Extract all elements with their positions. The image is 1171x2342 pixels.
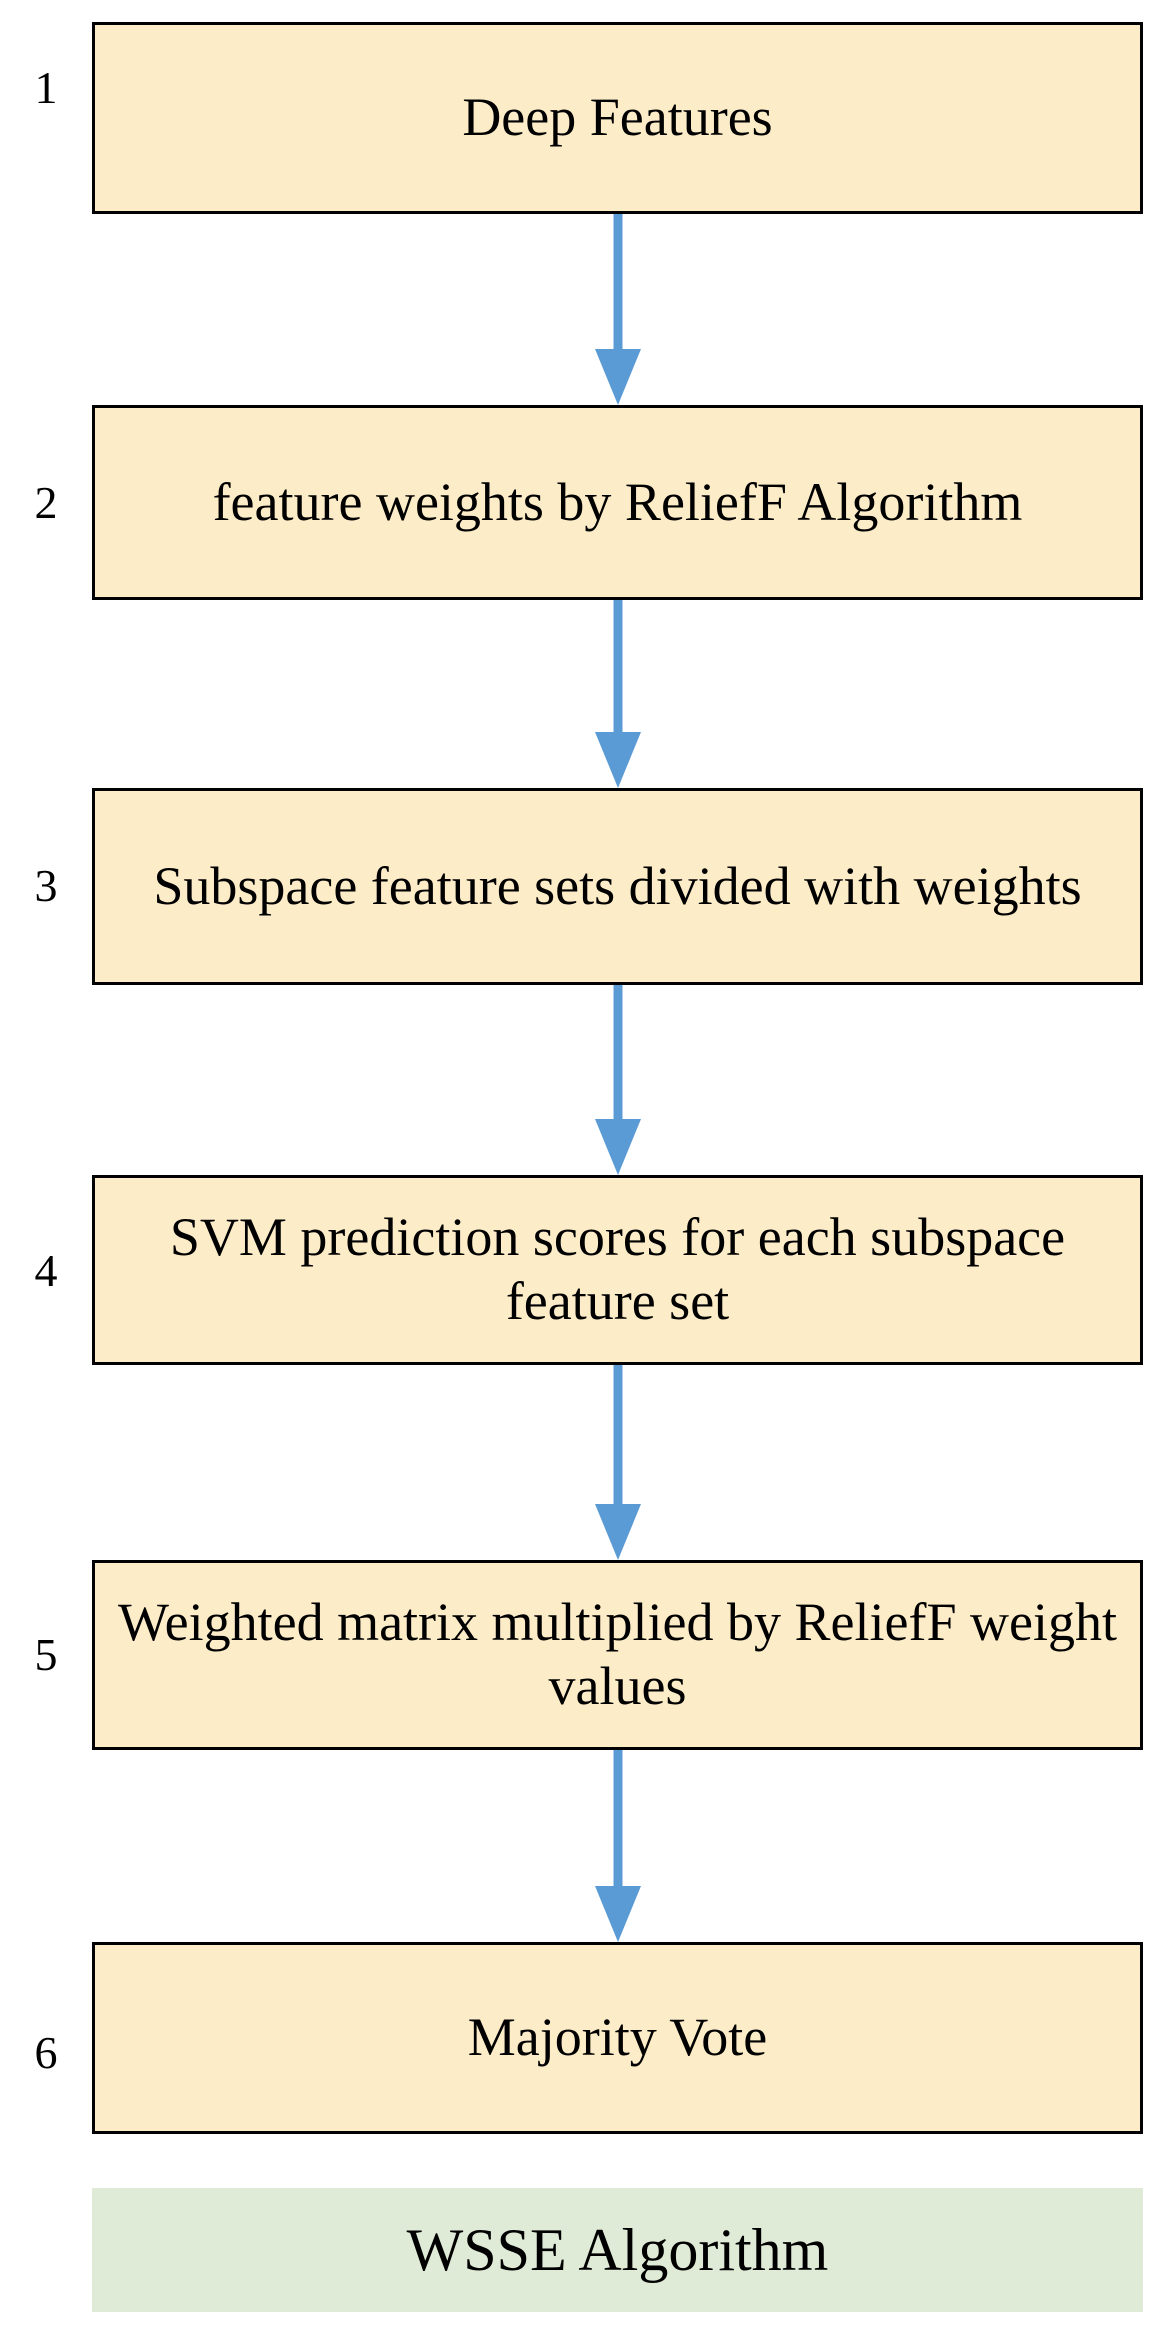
step-box-1-label: Deep Features bbox=[462, 87, 773, 148]
step-box-5-label: Weighted matrix multiplied by ReliefF we… bbox=[118, 1592, 1117, 1716]
arrow-shaft bbox=[613, 1365, 623, 1504]
arrow-head-icon bbox=[595, 1886, 641, 1942]
step-number-5: 5 bbox=[34, 1629, 58, 1680]
arrow-head-icon bbox=[595, 349, 641, 405]
arrow-head-icon bbox=[595, 1119, 641, 1175]
step-box-2-label: feature weights by ReliefF Algorithm bbox=[212, 471, 1023, 532]
arrow-step-2-to-3 bbox=[595, 600, 641, 788]
step-number-1: 1 bbox=[34, 62, 58, 113]
arrow-shaft bbox=[613, 985, 623, 1119]
step-box-6[interactable]: Majority Vote bbox=[92, 1942, 1143, 2134]
step-number-3: 3 bbox=[34, 860, 58, 911]
step-box-1[interactable]: Deep Features bbox=[92, 22, 1143, 214]
arrow-shaft bbox=[613, 600, 623, 732]
arrow-step-1-to-2 bbox=[595, 214, 641, 405]
arrow-shaft bbox=[613, 214, 623, 349]
arrow-step-3-to-4 bbox=[595, 985, 641, 1175]
arrow-step-5-to-6 bbox=[595, 1750, 641, 1942]
algorithm-footer-banner: WSSE Algorithm bbox=[92, 2188, 1143, 2312]
arrow-head-icon bbox=[595, 1504, 641, 1560]
step-box-4[interactable]: SVM prediction scores for each subspace … bbox=[92, 1175, 1143, 1365]
step-box-2[interactable]: feature weights by ReliefF Algorithm bbox=[92, 405, 1143, 600]
arrow-step-4-to-5 bbox=[595, 1365, 641, 1560]
step-box-6-label: Majority Vote bbox=[467, 2007, 768, 2068]
step-number-4: 4 bbox=[34, 1245, 58, 1296]
step-number-6: 6 bbox=[34, 2027, 58, 2078]
step-box-5[interactable]: Weighted matrix multiplied by ReliefF we… bbox=[92, 1560, 1143, 1750]
arrow-head-icon bbox=[595, 732, 641, 788]
step-box-3-label: Subspace feature sets divided with weigh… bbox=[153, 855, 1082, 916]
arrow-shaft bbox=[613, 1750, 623, 1886]
algorithm-footer-label: WSSE Algorithm bbox=[406, 2216, 829, 2283]
step-number-2: 2 bbox=[34, 477, 58, 528]
step-box-3[interactable]: Subspace feature sets divided with weigh… bbox=[92, 788, 1143, 985]
step-box-4-label: SVM prediction scores for each subspace … bbox=[169, 1207, 1066, 1331]
